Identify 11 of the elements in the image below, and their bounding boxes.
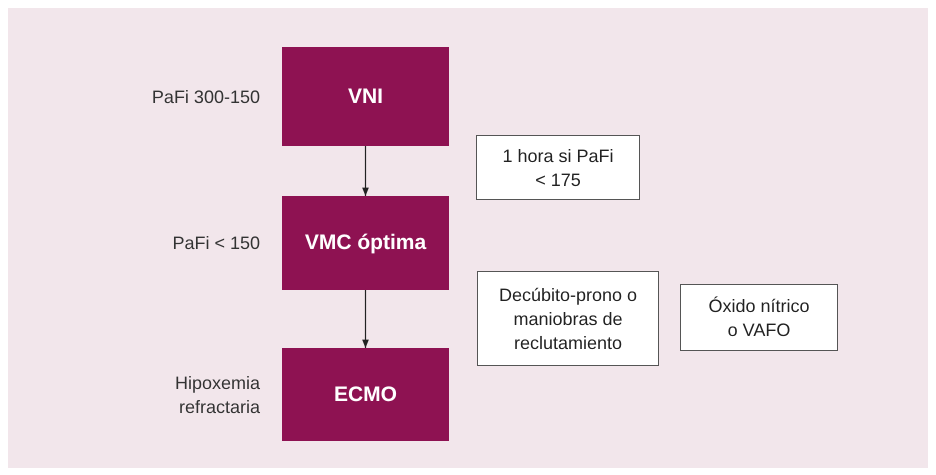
arrow: [362, 146, 369, 196]
process-box: VNI: [282, 47, 449, 146]
process-box: ECMO: [282, 348, 449, 441]
arrow: [362, 290, 369, 348]
condition-label: Hipoxemia refractaria: [174, 372, 260, 418]
condition-label: PaFi < 150: [171, 232, 260, 255]
note-box: Óxido nítrico o VAFO: [680, 284, 838, 351]
note-box: Decúbito-prono o maniobras de reclutamiento: [477, 271, 659, 366]
process-box: VMC óptima: [282, 196, 449, 290]
note-box: 1 hora si PaFi < 175: [476, 135, 640, 200]
condition-label: PaFi 300-150: [150, 86, 260, 108]
